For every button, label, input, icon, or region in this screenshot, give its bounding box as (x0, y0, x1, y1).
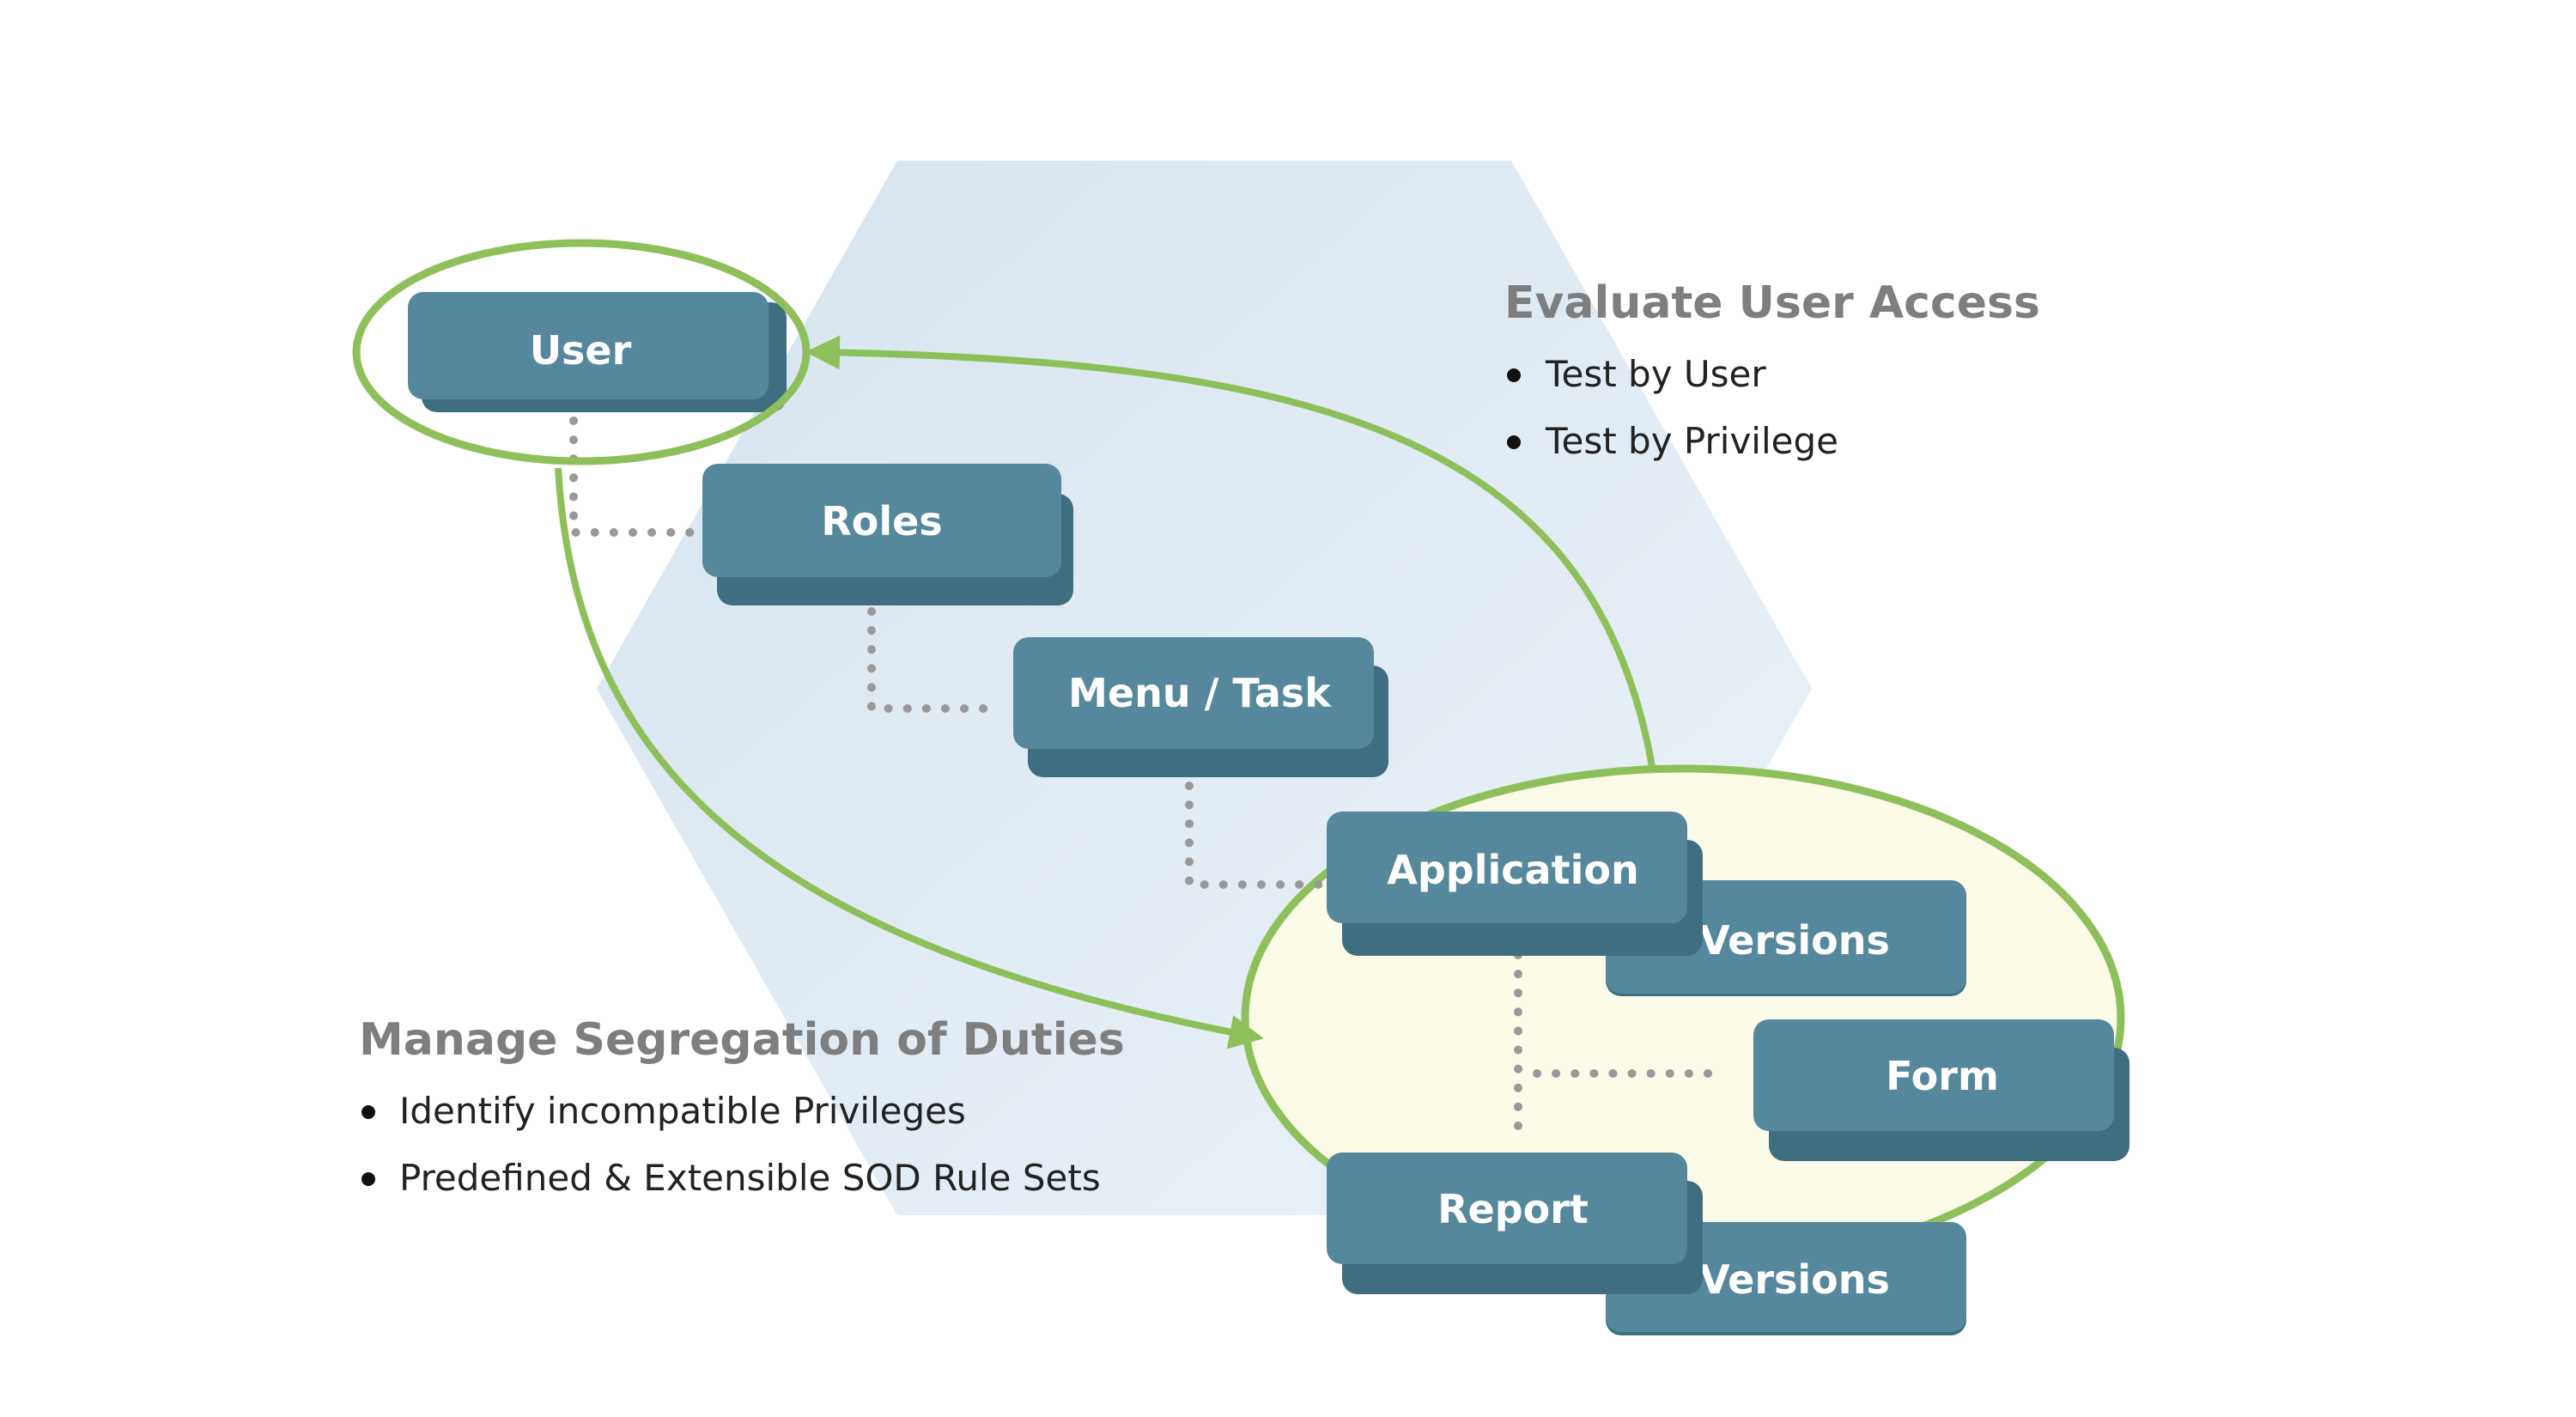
sod-bullet-1: Identify incompatible Privileges (399, 1090, 966, 1132)
report-node[interactable]: Report (1327, 1152, 1703, 1294)
bullet-icon (1507, 368, 1521, 382)
application-label: Application (1387, 847, 1638, 893)
sod-title: Manage Segregation of Duties (359, 1014, 1125, 1066)
evaluate-arrow (805, 335, 1656, 772)
application-versions-label: Versions (1699, 917, 1890, 964)
menu-task-node[interactable]: Menu / Task (1013, 637, 1388, 777)
bullet-icon (361, 1105, 375, 1119)
bullet-icon (361, 1172, 375, 1186)
form-node[interactable]: Form (1753, 1019, 2129, 1161)
menu-task-label: Menu / Task (1068, 670, 1332, 716)
evaluate-bullet-2: Test by Privilege (1545, 420, 1838, 462)
form-label: Form (1886, 1053, 1999, 1099)
application-node[interactable]: Application (1327, 812, 1703, 956)
user-label: User (530, 327, 632, 374)
user-roles-connector (569, 417, 704, 537)
sod-arrow (555, 467, 1264, 1049)
evaluate-bullet-1: Test by User (1545, 353, 1766, 395)
roles-node[interactable]: Roles (702, 464, 1073, 605)
report-label: Report (1437, 1186, 1589, 1232)
menu-application-connector (1185, 781, 1331, 889)
report-versions-label: Versions (1699, 1256, 1890, 1303)
evaluate-title: Evaluate User Access (1504, 277, 2040, 329)
roles-label: Roles (821, 498, 942, 544)
bullet-icon (1507, 435, 1521, 449)
sod-bullet-2: Predefined & Extensible SOD Rule Sets (399, 1157, 1101, 1199)
roles-menu-connector (867, 607, 1005, 713)
user-node[interactable]: User (408, 292, 787, 412)
